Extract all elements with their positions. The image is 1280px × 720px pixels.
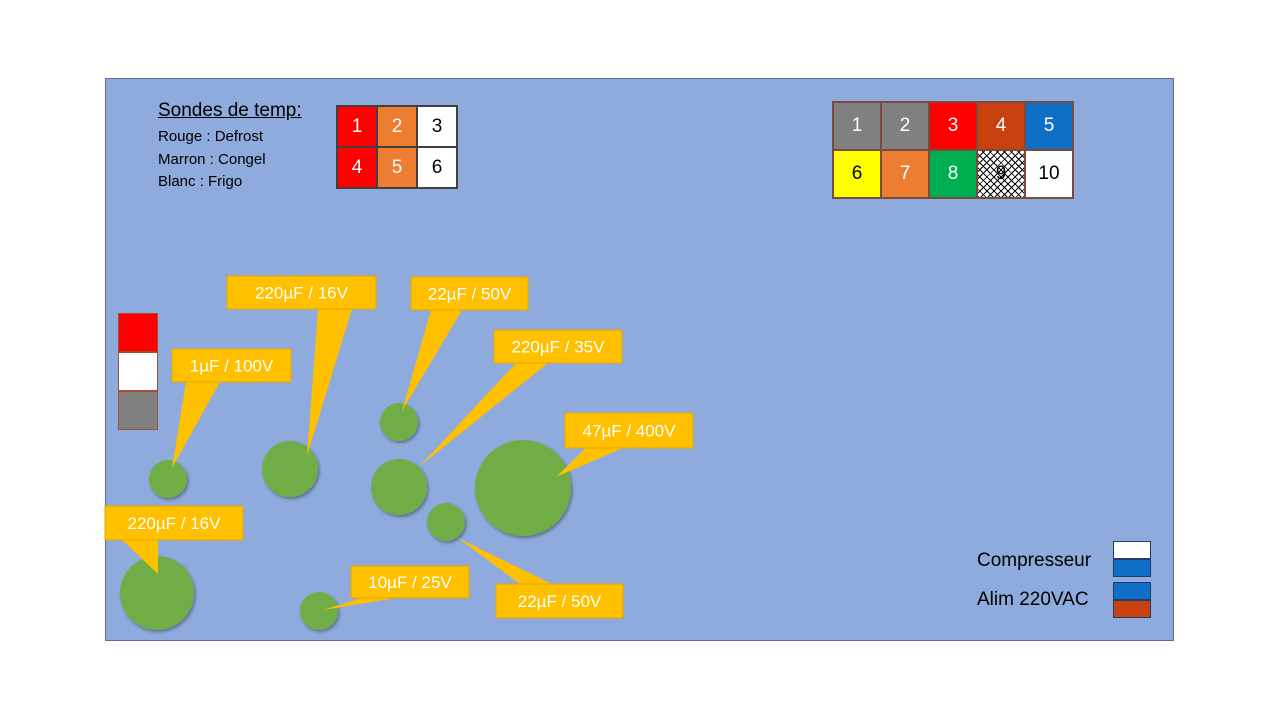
legend-line-frigo: Blanc : Frigo [158,173,243,190]
capacitor-1 [149,460,187,498]
callout-box-1 [171,348,292,383]
left-stack-pin-2 [118,352,158,391]
probe-pin-2: 2 [377,106,417,147]
probe-pin-4: 4 [337,147,377,188]
connector-pin-4: 4 [977,102,1025,150]
connector-pin-1: 1 [833,102,881,150]
connector-pin-5: 5 [1025,102,1073,150]
probe-pin-5: 5 [377,147,417,188]
callout-pointer-5 [556,448,623,477]
capacitor-label-4: 220µF / 35V [512,338,606,357]
left-stack-pin-3 [118,391,158,430]
probe-pin-6: 6 [417,147,457,188]
callout-pointer-4 [420,363,548,466]
connector-pin-8: 8 [929,150,977,198]
compresseur-swatch-top [1113,541,1151,559]
callout-pointer-1 [172,382,220,468]
capacitor-4 [371,459,427,515]
alim-swatch-top [1113,582,1151,600]
probe-legend-title: Sondes de temp: [158,100,302,121]
capacitor-3 [380,403,418,441]
capacitor-label-7: 10µF / 25V [368,573,452,592]
compresseur-label: Compresseur [977,550,1092,571]
probe-pin-3: 3 [417,106,457,147]
callout-box-7 [350,565,470,599]
callout-box-8 [495,583,624,619]
connector-pin-7: 7 [881,150,929,198]
callout-box-4 [493,329,623,364]
callout-box-3 [410,276,529,311]
connector-pin-10: 10 [1025,150,1073,198]
capacitor-label-8: 22µF / 50V [518,592,602,611]
capacitor-label-3: 22µF / 50V [428,285,512,304]
alim-label: Alim 220VAC [977,589,1089,610]
callout-pointer-2 [307,309,352,456]
left-stack-pin-1 [118,313,158,352]
capacitor-label-5: 47µF / 400V [583,422,677,441]
legend-line-congel: Marron : Congel [158,151,266,168]
callout-box-2 [226,275,377,310]
capacitor-label-6: 220µF / 16V [128,514,222,533]
capacitor-6 [120,556,194,630]
callout-pointer-6 [122,540,158,574]
capacitor-label-1: 1µF / 100V [190,357,274,376]
callout-box-6 [104,505,244,541]
capacitor-label-2: 220µF / 16V [255,284,349,303]
legend-line-defrost: Rouge : Defrost [158,128,264,145]
capacitor-2 [262,441,318,497]
compresseur-swatch-bottom [1113,559,1151,577]
callout-pointer-8 [458,538,552,584]
callout-pointer-7 [323,598,396,610]
left-connector-stack [118,313,158,430]
connector-pin-6: 6 [833,150,881,198]
alim-swatch-bottom [1113,600,1151,618]
capacitor-8 [427,503,465,541]
callout-pointer-3 [402,310,462,411]
callout-box-5 [564,412,694,449]
connector-pin-2: 2 [881,102,929,150]
capacitor-7 [300,592,338,630]
connector-pin-3: 3 [929,102,977,150]
connector-pin-9: 9 [977,150,1025,198]
probe-pin-1: 1 [337,106,377,147]
capacitor-5 [475,440,571,536]
